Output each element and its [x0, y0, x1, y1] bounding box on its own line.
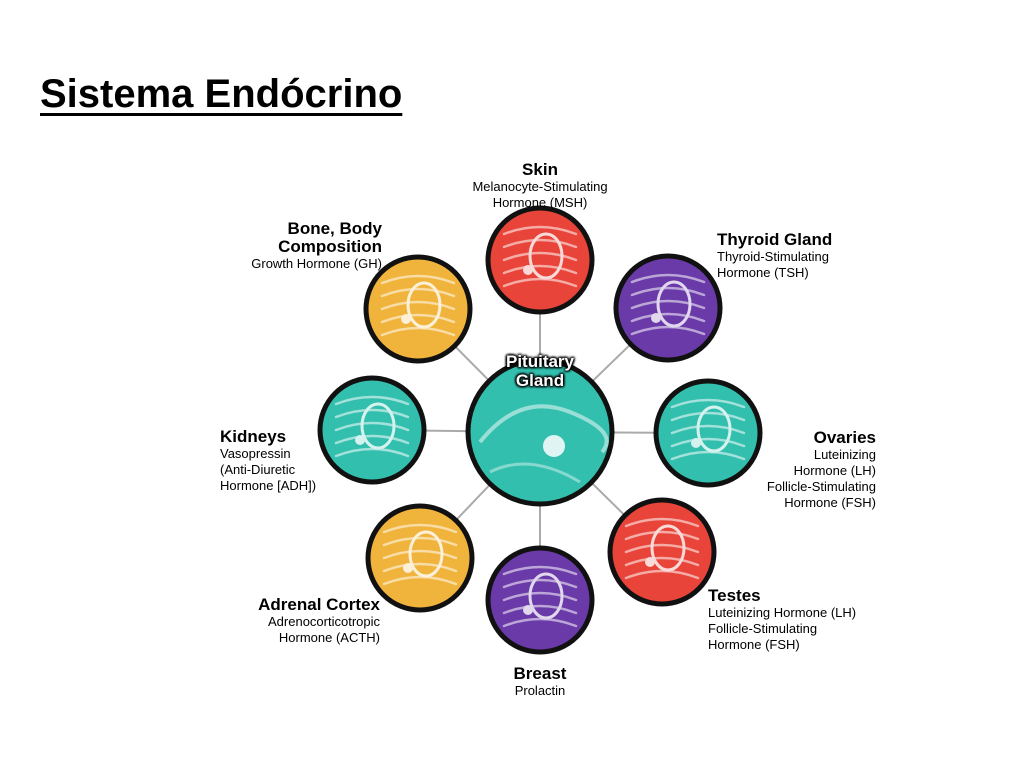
slide-title: Sistema Endócrino [40, 72, 403, 116]
adrenal-icon [365, 503, 475, 613]
thyroid-icon [613, 253, 723, 363]
organ-name: Skin [522, 160, 558, 179]
node-testes [607, 497, 717, 607]
hormone-text: Luteinizing Hormone (LH) Follicle-Stimul… [708, 605, 857, 652]
node-adrenal [365, 503, 475, 613]
hormone-text: Melanocyte-Stimulating Hormone (MSH) [472, 179, 608, 210]
pituitary-label: Pituitary Gland [505, 352, 575, 390]
hormone-text: Luteinizing Hormone (LH) Follicle-Stimul… [766, 447, 876, 510]
hormone-text: Prolactin [514, 683, 566, 698]
ovary-icon [653, 378, 763, 488]
organ-name: Adrenal Cortex [258, 595, 380, 614]
testis-icon [607, 497, 717, 607]
hormone-text: Adrenocorticotropic Hormone (ACTH) [268, 614, 380, 645]
hormone-text: Growth Hormone (GH) [251, 256, 382, 271]
organ-name: Bone, Body Composition [278, 219, 382, 256]
label-thyroid: Thyroid Gland Thyroid-Stimulating Hormon… [717, 231, 917, 281]
breast-icon [485, 545, 595, 655]
kidney-icon [317, 375, 427, 485]
node-ovaries [653, 378, 763, 488]
organ-name: Kidneys [220, 427, 287, 446]
label-breast: Breast Prolactin [470, 665, 610, 699]
organ-name: Thyroid Gland [717, 230, 833, 249]
organ-nodes [317, 205, 763, 655]
organ-name: Breast [513, 664, 567, 683]
node-thyroid [613, 253, 723, 363]
node-kidneys [317, 375, 427, 485]
hormone-text: Vasopressin (Anti-Diuretic Hormone [ADH]… [220, 446, 317, 493]
node-skin [485, 205, 595, 315]
organ-name: Ovaries [813, 428, 876, 447]
organ-name: Testes [708, 586, 761, 605]
label-kidneys: Kidneys Vasopressin (Anti-Diuretic Hormo… [220, 428, 380, 494]
label-ovaries: Ovaries Luteinizing Hormone (LH) Follicl… [700, 429, 876, 511]
bone-icon [363, 254, 473, 364]
label-testes: Testes Luteinizing Hormone (LH) Follicle… [708, 587, 928, 653]
node-breast [485, 545, 595, 655]
node-bone [363, 254, 473, 364]
skin-texture-icon [485, 205, 595, 315]
label-adrenal: Adrenal Cortex Adrenocorticotropic Hormo… [198, 596, 380, 646]
label-skin: Skin Melanocyte-Stimulating Hormone (MSH… [440, 161, 640, 211]
pituitary-gland-node [465, 357, 615, 507]
hormone-text: Thyroid-Stimulating Hormone (TSH) [717, 249, 829, 280]
label-bone: Bone, Body Composition Growth Hormone (G… [202, 220, 382, 272]
